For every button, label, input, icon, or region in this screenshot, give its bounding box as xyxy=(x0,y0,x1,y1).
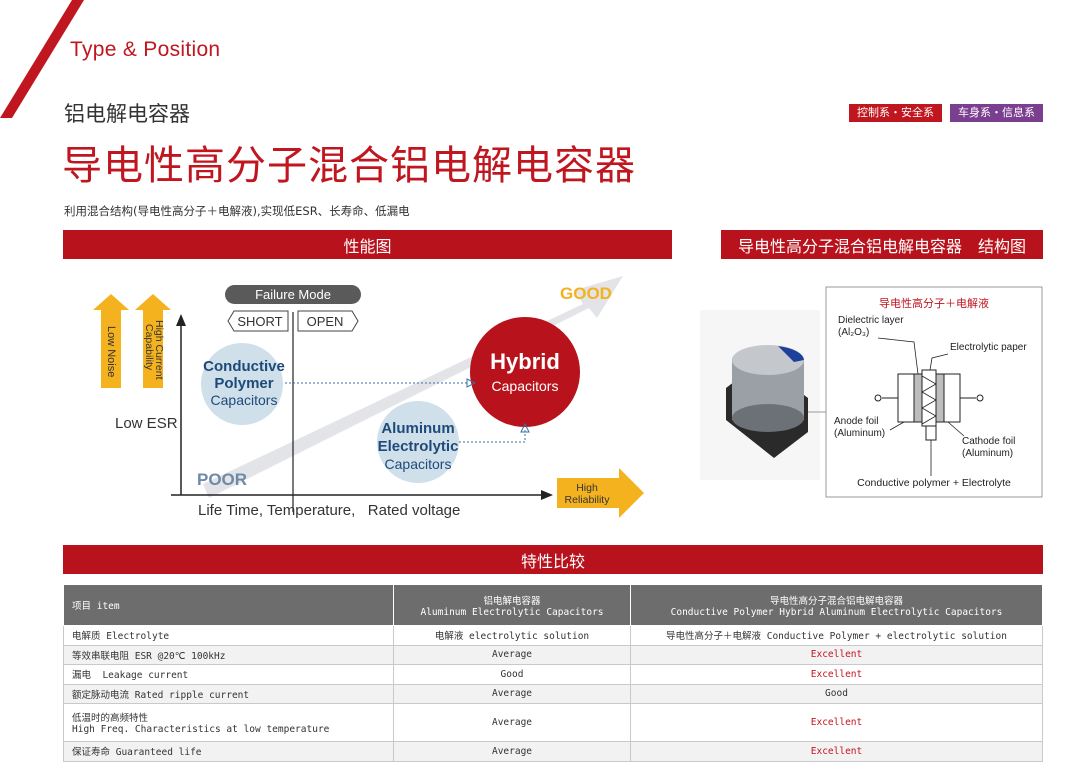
table-header-row: 项目 item 铝电解电容器 Aluminum Electrolytic Cap… xyxy=(63,584,1043,626)
cathode-label-2: (Aluminum) xyxy=(962,448,1013,459)
short-label: SHORT xyxy=(237,314,282,329)
col-hybrid: 导电性高分子混合铝电解电容器 Conductive Polymer Hybrid… xyxy=(630,584,1043,626)
x-axis-arrow xyxy=(541,490,553,500)
comparison-header: 特性比较 xyxy=(63,545,1043,574)
x-axis-label: Life Time, Temperature, Rated voltage xyxy=(198,502,460,519)
table-row: 额定脉动电流 Rated ripple current Average Good xyxy=(63,683,1043,704)
polymer-line-3: Capacitors xyxy=(211,392,278,408)
aluminum-line-2: Electrolytic xyxy=(378,438,459,455)
high-reliability-1: High xyxy=(576,482,598,494)
badge-body-info: 车身系・信息系 xyxy=(950,104,1043,122)
improvement-arrow xyxy=(203,276,623,498)
performance-diagram: Failure Mode SHORT OPEN Low Noise High C… xyxy=(93,276,644,519)
badge-control-safety: 控制系・安全系 xyxy=(849,104,942,122)
high-current-label-2: Capability xyxy=(143,324,155,371)
category-badges: 控制系・安全系 车身系・信息系 xyxy=(849,104,1043,122)
table-row: 等效串联电阻 ESR @20℃ 100kHz Average Excellent xyxy=(63,644,1043,665)
table-row: 电解质 Electrolyte 电解液 electrolytic solutio… xyxy=(63,625,1043,646)
aluminum-circle xyxy=(377,401,459,483)
high-current-arrow xyxy=(135,294,171,388)
high-reliability-2: Reliability xyxy=(565,494,611,506)
table-row: 低温时的高频特性 High Freq. Characteristics at l… xyxy=(63,703,1043,742)
short-tag xyxy=(227,310,289,332)
polymer-line-1: Conductive xyxy=(203,358,285,375)
page-subtitle: 铝电解电容器 xyxy=(64,102,190,126)
anode-label-2: (Aluminum) xyxy=(834,428,885,439)
failure-mode-label: Failure Mode xyxy=(255,287,331,302)
col-item: 项目 item xyxy=(63,584,394,626)
aluminum-to-hybrid xyxy=(459,430,526,443)
polymer-line-2: Polymer xyxy=(214,375,273,392)
col-aluminum: 铝电解电容器 Aluminum Electrolytic Capacitors xyxy=(393,584,631,626)
polymer-circle xyxy=(201,343,283,425)
cathode-label-1: Cathode foil xyxy=(962,436,1015,447)
anode-label-1: Anode foil xyxy=(834,416,878,427)
aluminum-line-1: Aluminum xyxy=(381,420,454,437)
layer-stack xyxy=(874,369,984,441)
y-axis-arrow xyxy=(176,314,186,326)
failure-mode-pill xyxy=(225,285,361,304)
good-label: GOOD xyxy=(560,284,612,303)
high-current-label-1: High Current xyxy=(153,320,165,380)
aluminum-line-3: Capacitors xyxy=(385,456,452,472)
low-esr-label: Low ESR xyxy=(115,415,178,432)
high-reliability-arrow xyxy=(557,468,644,518)
hybrid-line-2: Capacitors xyxy=(492,378,559,394)
structure-diagram: 导电性高分子＋电解液 Dielectric layer (Al₂O₃) Elec… xyxy=(700,286,1043,498)
structure-caption: 导电性高分子＋电解液 xyxy=(879,296,989,310)
comparison-table: 项目 item 铝电解电容器 Aluminum Electrolytic Cap… xyxy=(63,584,1043,762)
poor-label: POOR xyxy=(197,470,247,489)
page-title: 导电性高分子混合铝电解电容器 xyxy=(62,143,636,189)
hybrid-circle xyxy=(470,317,580,427)
capacitor-image xyxy=(700,310,820,480)
table-row: 保证寿命 Guaranteed life Average Excellent xyxy=(63,741,1043,762)
dielectric-label-1: Dielectric layer xyxy=(838,315,904,326)
open-label: OPEN xyxy=(307,314,344,329)
corner-stripe xyxy=(0,0,84,118)
table-row: 漏电 Leakage current Good Excellent xyxy=(63,664,1043,685)
low-noise-label: Low Noise xyxy=(105,326,117,377)
bottom-label: Conductive polymer + Electrolyte xyxy=(857,477,1011,489)
low-noise-arrow xyxy=(93,294,129,388)
page-description: 利用混合结构(导电性高分子＋电解液),实现低ESR、长寿命、低漏电 xyxy=(64,204,410,218)
dielectric-label-2: (Al₂O₃) xyxy=(838,327,869,338)
structure-header: 导电性高分子混合铝电解电容器 结构图 xyxy=(721,230,1043,259)
section-tag: Type & Position xyxy=(70,38,221,61)
electrolytic-paper-label: Electrolytic paper xyxy=(950,342,1027,353)
performance-header: 性能图 xyxy=(63,230,672,259)
hybrid-line-1: Hybrid xyxy=(490,349,560,374)
open-tag xyxy=(297,310,359,332)
